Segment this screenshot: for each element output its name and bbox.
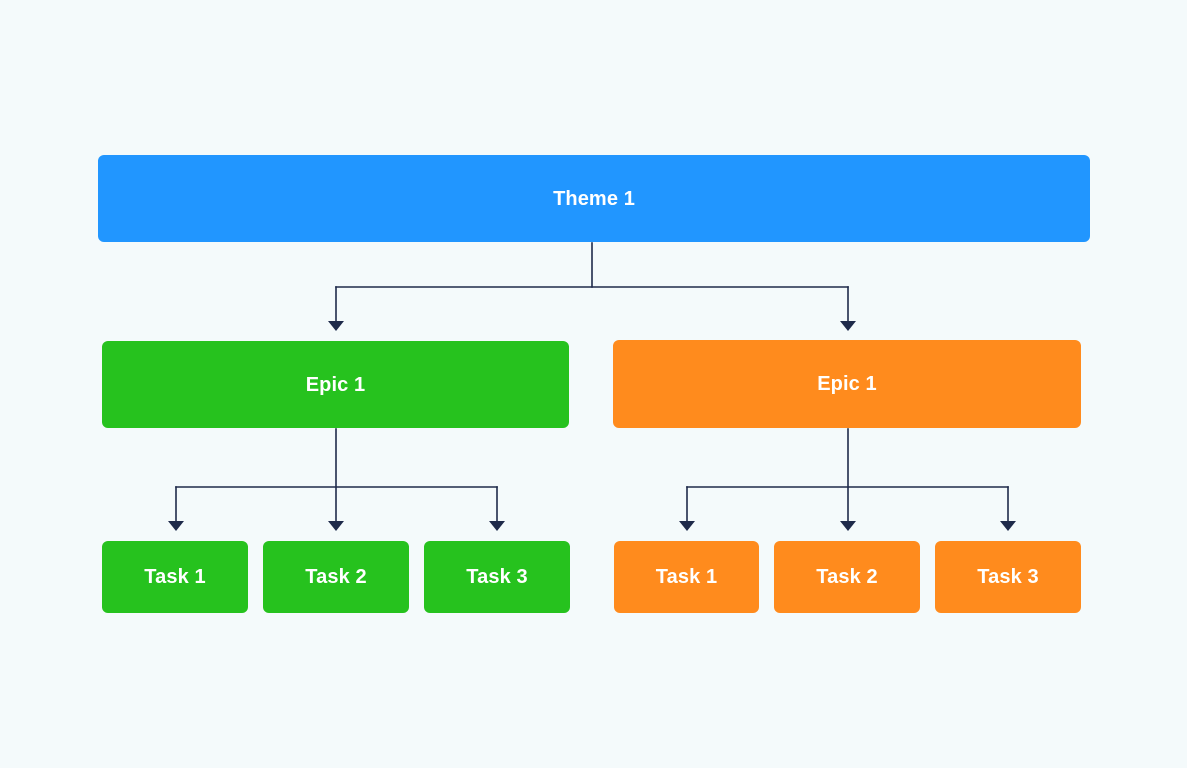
arrowhead-epic-orange xyxy=(840,321,856,331)
epic-label-green: Epic 1 xyxy=(305,373,366,396)
task-box-orange-2: Task 2 xyxy=(774,541,920,613)
task-box-orange-3: Task 3 xyxy=(935,541,1081,613)
arrowhead-epic-green xyxy=(328,321,344,331)
arrowhead-task-green-1 xyxy=(168,521,184,531)
theme-label: Theme 1 xyxy=(553,187,635,210)
task-label-green-2: Task 2 xyxy=(305,566,367,588)
task-box-orange-1: Task 1 xyxy=(614,541,759,613)
task-box-green-2: Task 2 xyxy=(263,541,409,613)
task-box-green-1: Task 1 xyxy=(102,541,248,613)
task-box-green-3: Task 3 xyxy=(424,541,570,613)
epic-box-orange: Epic 1 xyxy=(613,340,1081,428)
arrowhead-task-orange-2 xyxy=(840,521,856,531)
task-label-green-1: Task 1 xyxy=(144,566,206,588)
task-label-green-3: Task 3 xyxy=(466,566,528,588)
task-label-orange-3: Task 3 xyxy=(977,566,1039,588)
task-label-orange-2: Task 2 xyxy=(816,566,878,588)
epic-box-green: Epic 1 xyxy=(102,341,569,428)
theme-box: Theme 1 xyxy=(98,155,1090,242)
arrowhead-task-green-2 xyxy=(328,521,344,531)
arrowhead-task-orange-3 xyxy=(1000,521,1016,531)
arrowhead-task-green-3 xyxy=(489,521,505,531)
arrowhead-task-orange-1 xyxy=(679,521,695,531)
epic-label-orange: Epic 1 xyxy=(817,373,877,395)
task-label-orange-1: Task 1 xyxy=(655,566,718,588)
